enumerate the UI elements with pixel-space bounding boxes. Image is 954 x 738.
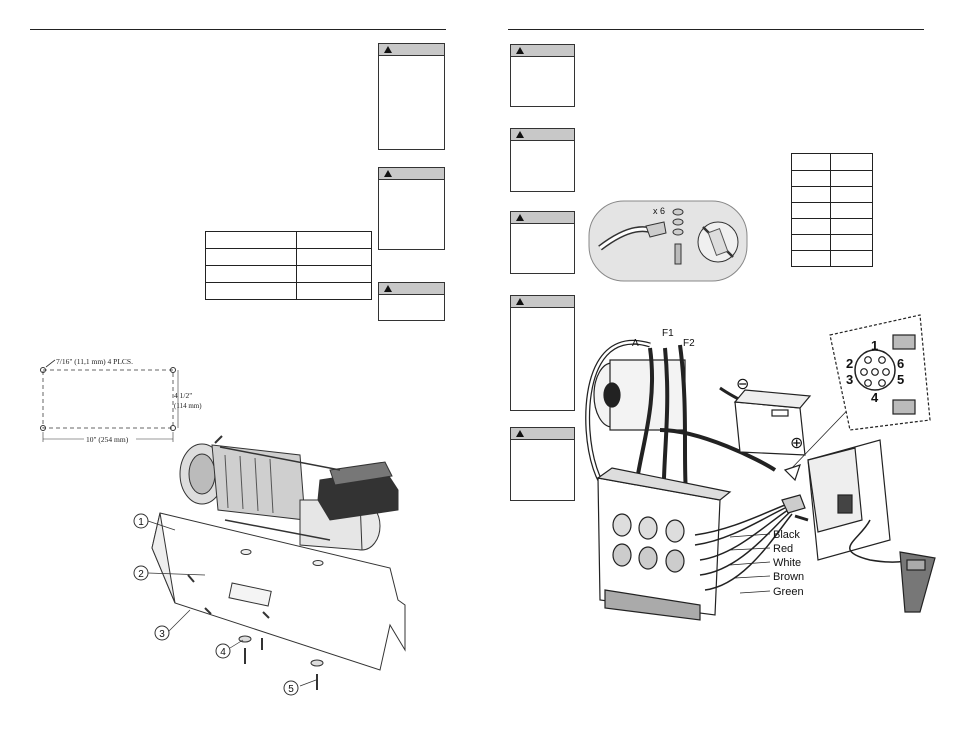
warning-icon: [384, 46, 392, 53]
warning-icon: [516, 47, 524, 54]
height-dimension: 4 1/2": [174, 391, 192, 400]
width-dimension: 10" (254 mm): [86, 435, 129, 444]
svg-text:4: 4: [220, 647, 226, 658]
socket-pin-1: 1: [871, 338, 878, 353]
right-page-rule: [508, 29, 924, 30]
wire-label-black: Black: [773, 529, 800, 541]
warning-box-3: [378, 282, 445, 321]
svg-text:1: 1: [138, 517, 144, 528]
terminal-f2-label: F2: [683, 338, 695, 349]
socket-pin-2: 2: [846, 356, 853, 371]
svg-text:3: 3: [159, 629, 165, 640]
wiring-diagram: [585, 314, 936, 621]
warning-icon: [384, 285, 392, 292]
warning-box-1: [378, 43, 445, 150]
left-page-rule: [30, 29, 446, 30]
callout-2: 2: [133, 565, 149, 581]
socket-pin-4: 4: [871, 390, 879, 405]
socket-pin-5: 5: [897, 372, 904, 387]
winch-exploded-view: [147, 435, 406, 690]
right-table: [791, 153, 873, 267]
hardware-illustration: x 6: [588, 200, 748, 282]
warning-box-6: [510, 211, 575, 274]
battery-positive-symbol: ⊕: [790, 435, 803, 452]
hole-callout: 7/16" (11,1 mm) 4 PLCS.: [56, 357, 133, 366]
warning-icon: [384, 170, 392, 177]
callout-3: 3: [154, 625, 170, 641]
wire-label-brown: Brown: [773, 571, 804, 583]
wire-label-white: White: [773, 557, 801, 569]
callout-4: 4: [215, 643, 231, 659]
callout-1: 1: [133, 513, 149, 529]
left-table: [205, 231, 372, 300]
svg-text:2: 2: [138, 569, 144, 580]
warning-box-7: [510, 295, 575, 411]
terminal-f1-label: F1: [662, 328, 674, 339]
wire-label-green: Green: [773, 586, 804, 598]
warning-box-8: [510, 427, 575, 501]
warning-box-5: [510, 128, 575, 192]
terminal-a-label: A: [632, 338, 639, 349]
socket-pin-6: 6: [897, 356, 904, 371]
socket-pin-3: 3: [846, 372, 853, 387]
svg-text:5: 5: [288, 684, 294, 695]
battery-negative-symbol: ⊖: [736, 376, 749, 393]
warning-icon: [516, 131, 524, 138]
height-dimension-metric: (114 mm): [174, 402, 202, 410]
warning-box-4: [510, 44, 575, 107]
wire-label-red: Red: [773, 543, 793, 555]
callout-5: 5: [283, 680, 299, 696]
warning-icon: [516, 430, 524, 437]
warning-icon: [516, 214, 524, 221]
quantity-label: x 6: [653, 206, 665, 216]
warning-box-2: [378, 167, 445, 250]
warning-icon: [516, 298, 524, 305]
mounting-pattern: 7/16" (11,1 mm) 4 PLCS. 4 1/2" (114 mm) …: [40, 357, 202, 444]
